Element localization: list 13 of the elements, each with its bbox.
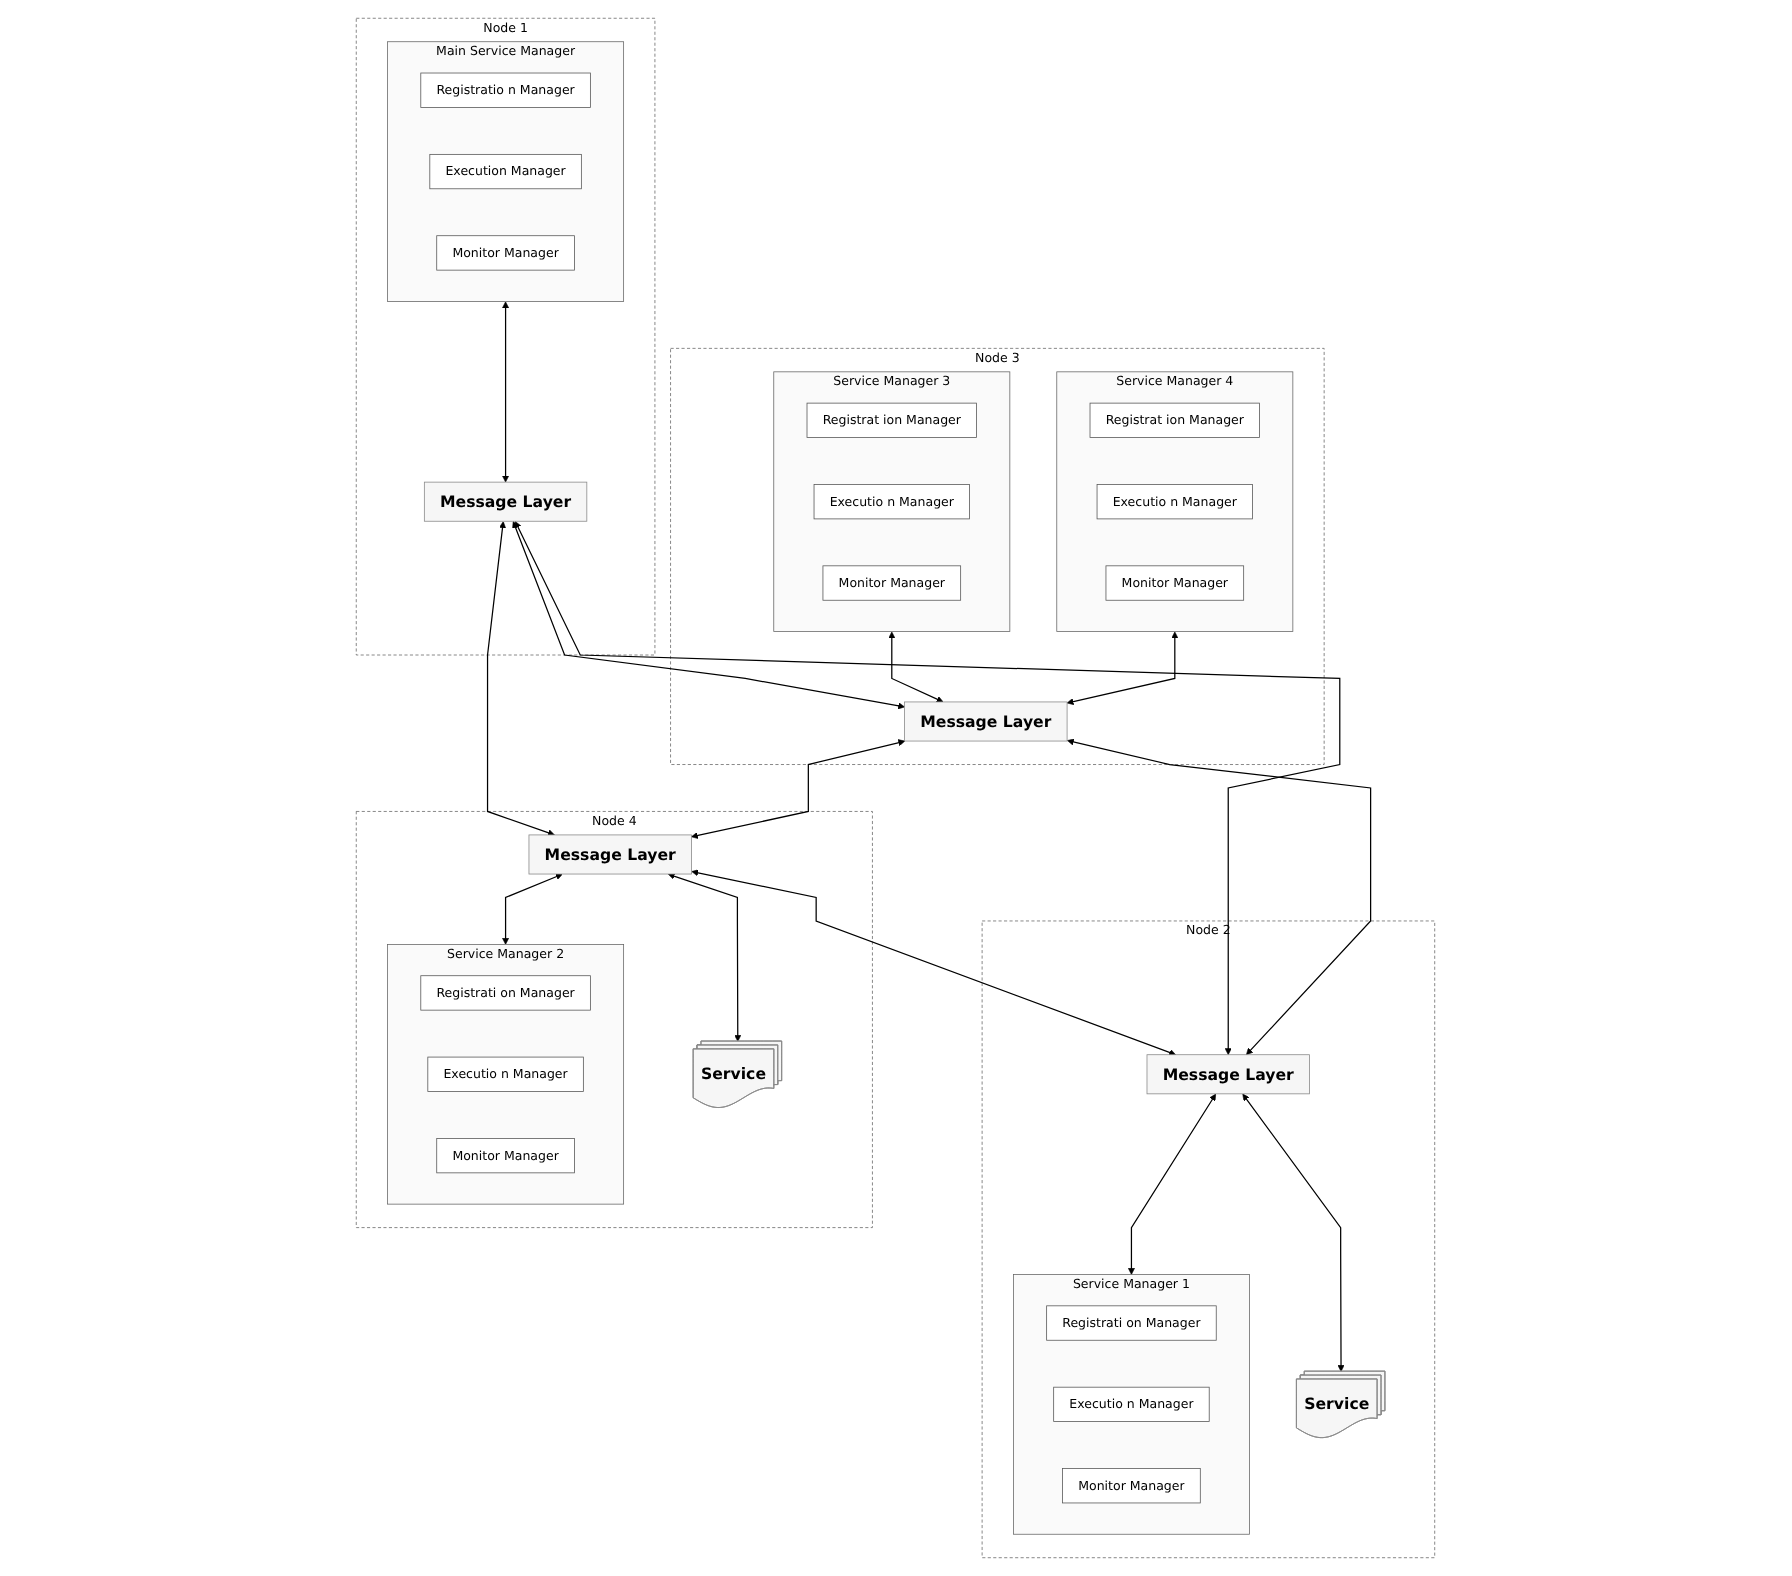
- arrow: [515, 521, 1341, 1056]
- arrow: [1067, 738, 1372, 1056]
- arrow: [512, 521, 906, 710]
- arrow: [502, 873, 564, 945]
- arrow: [668, 872, 742, 1042]
- arrow: [1067, 631, 1179, 705]
- arrow: [487, 521, 556, 837]
- arrow: [1128, 1093, 1217, 1275]
- arrow: [502, 301, 510, 483]
- arrow: [691, 739, 906, 839]
- arrow: [691, 869, 1177, 1056]
- arrow: [888, 631, 944, 703]
- arrow: [1242, 1093, 1345, 1372]
